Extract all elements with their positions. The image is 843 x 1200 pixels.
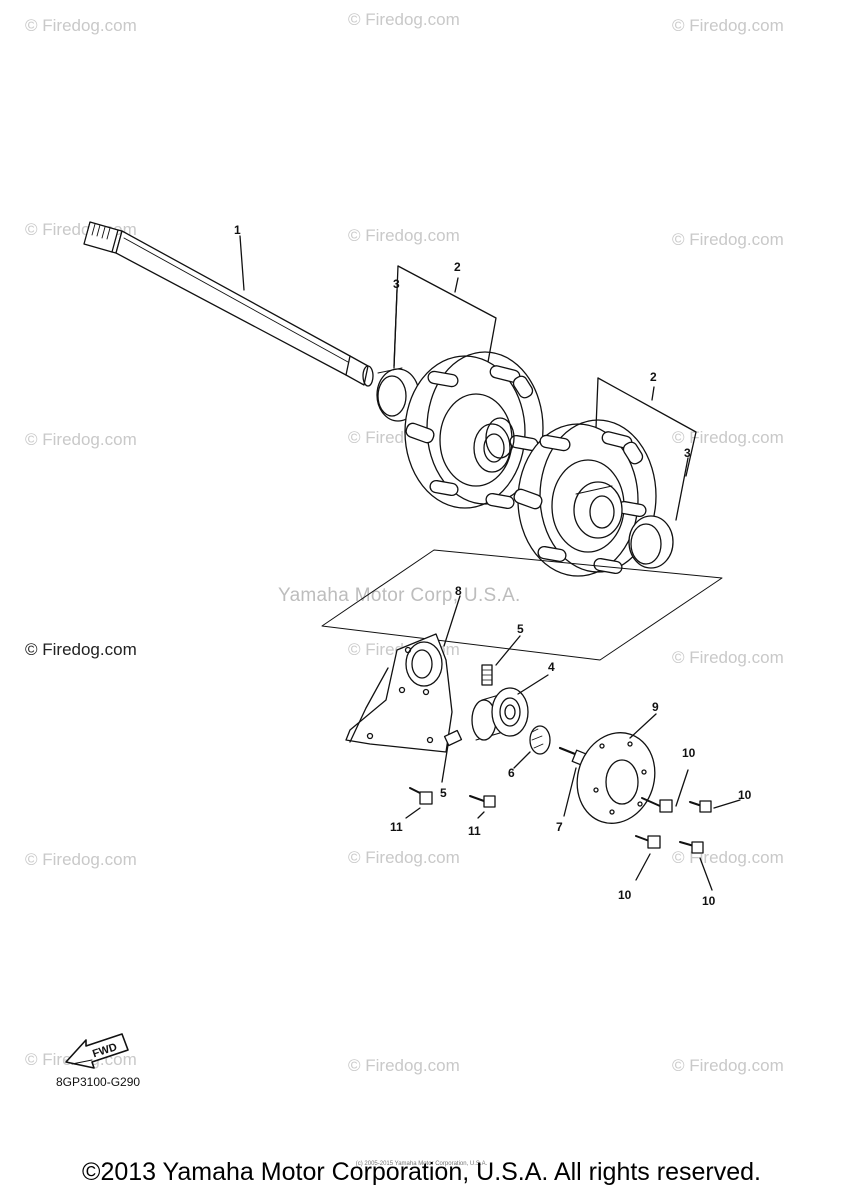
leader-line xyxy=(513,751,531,769)
diagram-code: 8GP3100-G290 xyxy=(56,1075,141,1089)
callout-4: 4 xyxy=(548,660,555,674)
callout-1: 1 xyxy=(234,223,241,237)
callout-8: 8 xyxy=(455,584,462,598)
callout-10: 10 xyxy=(618,888,632,902)
callout-10: 10 xyxy=(682,746,696,760)
copyright-notice: ©2013 Yamaha Motor Corporation, U.S.A. A… xyxy=(82,1158,761,1186)
bolt-10d xyxy=(679,841,704,854)
callout-2: 2 xyxy=(454,260,461,274)
leader-line xyxy=(629,713,657,739)
leader-line xyxy=(477,811,485,819)
callout-10: 10 xyxy=(738,788,752,802)
leader-line xyxy=(699,857,713,891)
callout-5: 5 xyxy=(440,786,447,800)
callout-2: 2 xyxy=(650,370,657,384)
bolt-10c xyxy=(635,835,661,849)
alignment-outline xyxy=(321,549,723,661)
watermark: © Firedog.com xyxy=(672,648,784,667)
sprocket-lower xyxy=(513,419,657,577)
fine-print: (c) 2005-2015 Yamaha Motor Corporation, … xyxy=(355,1161,488,1167)
callout-6: 6 xyxy=(508,766,515,780)
flange-plate xyxy=(576,732,656,824)
set-screw-lower xyxy=(443,729,463,747)
watermark: © Firedog.com xyxy=(672,428,784,447)
leader-line xyxy=(393,289,398,369)
center-watermark: Yamaha Motor Corp, U.S.A. xyxy=(278,585,521,606)
drive-shaft xyxy=(83,221,374,387)
callout-5: 5 xyxy=(517,622,524,636)
callout-7: 7 xyxy=(556,820,563,834)
bracket-line xyxy=(597,377,697,477)
leader-line xyxy=(517,674,549,695)
leader-line xyxy=(454,277,459,293)
watermark: © Firedog.com xyxy=(25,850,137,869)
watermark: © Firedog.com xyxy=(348,226,460,245)
leader-line xyxy=(651,386,655,401)
bolt-11b xyxy=(469,795,496,808)
leader-line xyxy=(635,853,651,881)
callout-3: 3 xyxy=(393,277,400,291)
leader-line xyxy=(675,769,689,807)
leader-line xyxy=(441,744,449,783)
watermark: © Firedog.com xyxy=(25,16,137,35)
callout-9: 9 xyxy=(652,700,659,714)
watermark: © Firedog.com xyxy=(348,848,460,867)
bracket-line xyxy=(397,265,497,363)
leader-line xyxy=(563,767,577,817)
set-screw-upper xyxy=(481,664,493,686)
bolt-10a xyxy=(641,797,673,813)
callout-3: 3 xyxy=(684,446,691,460)
watermark: © Firedog.com xyxy=(348,10,460,29)
callout-11: 11 xyxy=(468,824,481,838)
callout-11: 11 xyxy=(390,820,403,834)
watermark: © Firedog.com xyxy=(672,1056,784,1075)
leader-line xyxy=(495,635,521,666)
sprocket-upper xyxy=(404,351,544,510)
callout-10: 10 xyxy=(702,894,716,908)
watermark: © Firedog.com xyxy=(348,1056,460,1075)
bolt-11a xyxy=(409,787,433,805)
watermark: © Firedog.com xyxy=(672,230,784,249)
bolt-10b xyxy=(689,800,712,813)
leader-line xyxy=(239,235,245,291)
bearing-housing xyxy=(345,633,453,753)
watermark: © Firedog.com xyxy=(25,430,137,449)
leader-line xyxy=(405,807,421,819)
leader-line xyxy=(713,799,741,809)
collar xyxy=(529,725,551,755)
fwd-arrow-icon xyxy=(65,1033,129,1069)
leader-line xyxy=(443,595,461,647)
watermark-dark: © Firedog.com xyxy=(25,640,137,659)
watermark: © Firedog.com xyxy=(672,16,784,35)
bushing-lower xyxy=(628,515,674,569)
bearing xyxy=(471,687,529,741)
leader-line xyxy=(675,457,689,521)
